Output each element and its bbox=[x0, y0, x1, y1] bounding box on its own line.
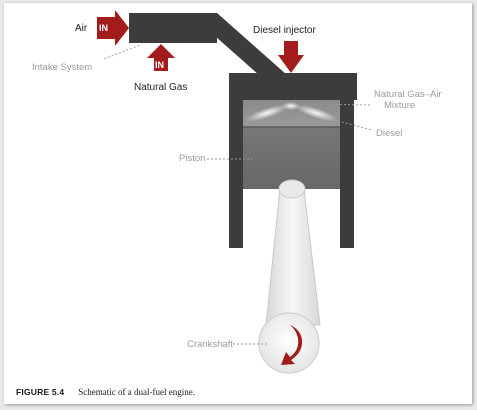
diesel-injector-label: Diesel injector bbox=[253, 25, 316, 36]
diesel-injector-arrow-icon bbox=[278, 41, 304, 73]
crankshaft bbox=[258, 312, 320, 374]
dual-fuel-engine-schematic bbox=[97, 10, 373, 374]
air-label: Air bbox=[75, 23, 88, 34]
figure-frame: Air IN Intake System IN Natural Gas Dies… bbox=[4, 3, 472, 404]
connecting-rod bbox=[265, 179, 321, 326]
air-in-arrow-icon bbox=[97, 10, 129, 46]
fuel-spray bbox=[246, 102, 337, 122]
natural-gas-air-mixture-label-line2: Mixture bbox=[384, 100, 416, 111]
cylinder-wall-right bbox=[340, 100, 354, 248]
natural-gas-air-mixture-label-line1: Natural Gas–Air bbox=[374, 89, 442, 100]
diesel-label: Diesel bbox=[376, 128, 403, 139]
figure-caption-text: Schematic of a dual-fuel engine. bbox=[78, 387, 195, 397]
rotation-arrow-icon bbox=[281, 325, 303, 365]
piston bbox=[243, 127, 340, 189]
natural-gas-in-arrow-icon bbox=[147, 44, 175, 71]
crankshaft-label: Crankshaft bbox=[187, 339, 233, 350]
air-in-tag: IN bbox=[99, 23, 108, 33]
leader-diesel bbox=[337, 120, 373, 131]
figure-caption: FIGURE 5.4 Schematic of a dual-fuel engin… bbox=[16, 387, 195, 397]
piston-label: Piston bbox=[179, 153, 206, 164]
figure-number: FIGURE 5.4 bbox=[16, 387, 65, 397]
intake-system-duct bbox=[129, 13, 287, 75]
natural-gas-in-tag: IN bbox=[155, 60, 164, 70]
intake-system-label: Intake System bbox=[32, 62, 93, 73]
leader-mixture bbox=[303, 103, 371, 106]
cylinder-wall-left bbox=[229, 100, 243, 248]
natural-gas-label: Natural Gas bbox=[134, 82, 188, 93]
leader-lines bbox=[103, 44, 373, 345]
cylinder-head bbox=[229, 73, 357, 100]
leader-intake bbox=[103, 44, 141, 60]
